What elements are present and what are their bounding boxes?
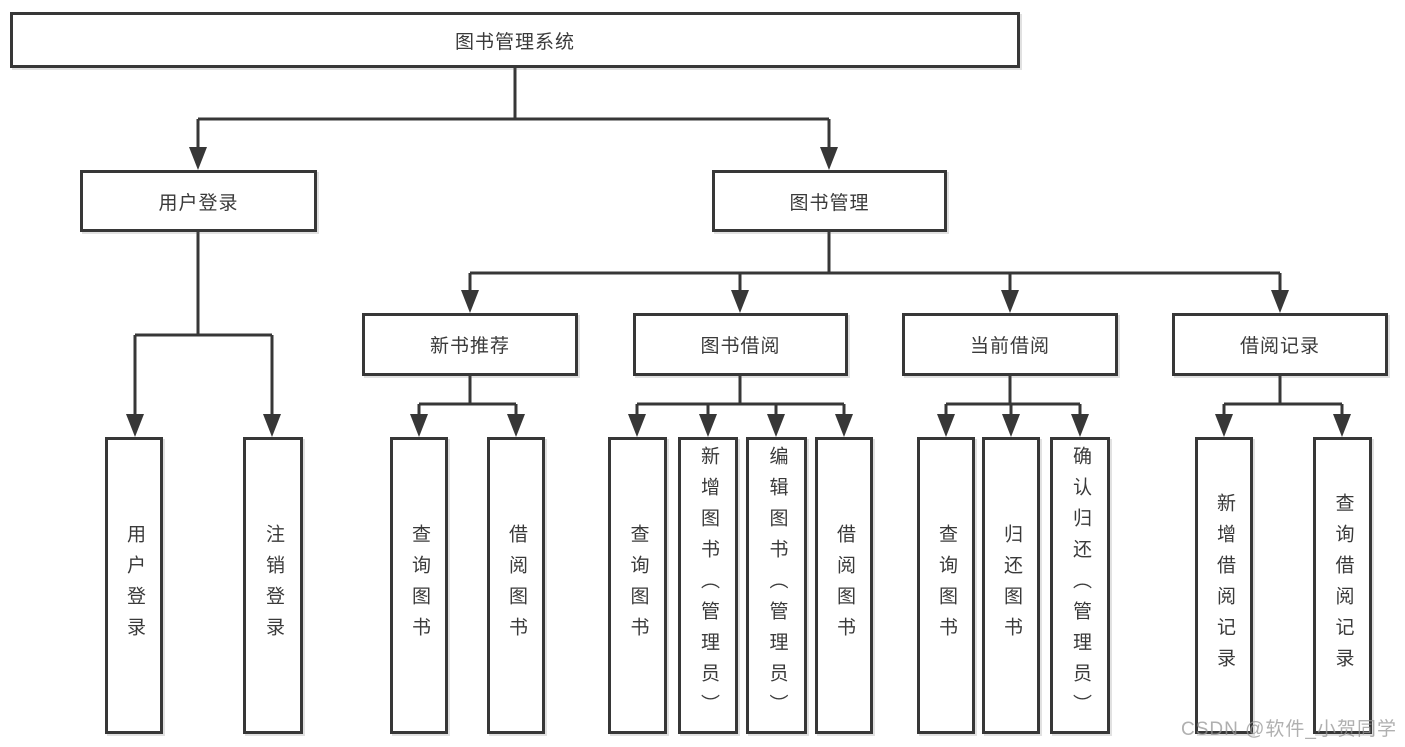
node-current-borrow-label: 当前借阅 [969,336,1050,357]
leaf-query-books: 查询图书 [608,437,667,734]
leaf-borrow-books-label: 借阅图书 [505,523,527,648]
node-borrow-record: 借阅记录 [1172,313,1388,376]
node-user-login: 用户登录 [80,170,317,232]
node-book-management: 图书管理 [712,170,947,232]
leaf-query-books: 查询图书 [917,437,975,734]
leaf-add-borrow-record: 新增借阅记录 [1195,437,1253,734]
leaf-query-borrow-record: 查询借阅记录 [1313,437,1372,734]
leaf-query-borrow-record-label: 查询借阅记录 [1332,492,1354,679]
node-book-management-label: 图书管理 [789,192,870,214]
leaf-query-books-label: 查询图书 [935,523,957,648]
leaf-query-books-label: 查询图书 [627,523,649,648]
leaf-user-login-label: 用户登录 [123,523,145,648]
node-root-label: 图书管理系统 [454,31,575,53]
leaf-add-borrow-record-label: 新增借阅记录 [1213,492,1235,679]
node-user-login-label: 用户登录 [158,192,239,214]
leaf-edit-book-admin-label: 编辑图书（管理员） [766,446,788,725]
leaf-query-books: 查询图书 [390,437,448,734]
leaf-logout: 注销登录 [243,437,303,734]
node-book-borrow: 图书借阅 [633,313,848,376]
leaf-borrow-books: 借阅图书 [815,437,873,734]
leaf-add-book-admin-label: 新增图书（管理员） [697,446,719,725]
leaf-borrow-books: 借阅图书 [487,437,545,734]
csdn-watermark: CSDN @软件_小贺同学 [1181,719,1397,740]
leaf-borrow-books-label: 借阅图书 [833,523,855,648]
node-new-book-recommend: 新书推荐 [362,313,578,376]
leaf-add-book-admin: 新增图书（管理员） [678,437,738,734]
leaf-logout-label: 注销登录 [262,523,284,648]
leaf-return-books: 归还图书 [982,437,1040,734]
node-book-borrow-label: 图书借阅 [700,336,781,357]
node-root: 图书管理系统 [10,12,1020,68]
leaf-confirm-return-admin-label: 确认归还（管理员） [1069,446,1091,725]
node-new-book-recommend-label: 新书推荐 [429,336,510,357]
leaf-return-books-label: 归还图书 [1000,523,1022,648]
leaf-confirm-return-admin: 确认归还（管理员） [1050,437,1110,734]
leaf-query-books-label: 查询图书 [408,523,430,648]
leaf-edit-book-admin: 编辑图书（管理员） [746,437,807,734]
leaf-user-login: 用户登录 [105,437,163,734]
node-borrow-record-label: 借阅记录 [1239,336,1320,357]
node-current-borrow: 当前借阅 [902,313,1118,376]
